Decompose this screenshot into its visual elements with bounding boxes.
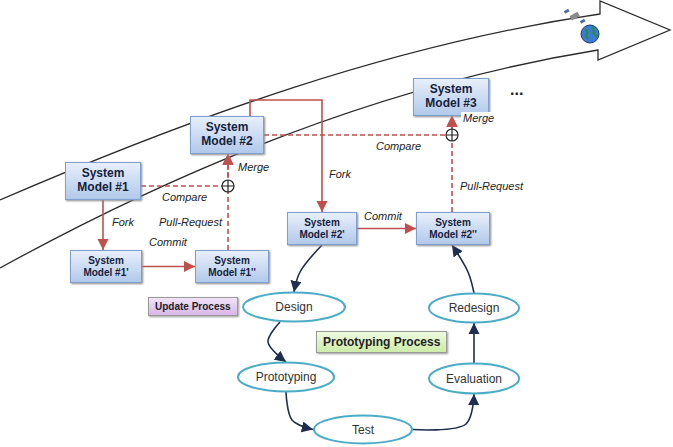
node-text: System Model #2' <box>292 217 352 240</box>
node-text: Evaluation <box>446 372 502 386</box>
edge-label: Compare <box>160 191 209 204</box>
merge-label: Merge <box>236 161 271 174</box>
connector <box>102 200 104 250</box>
connector <box>357 228 416 230</box>
merge-label: Merge <box>461 112 496 125</box>
connector <box>413 394 474 430</box>
connector <box>473 323 475 363</box>
connector <box>452 245 474 293</box>
edge-label: Compare <box>374 140 423 153</box>
system-model-box: System Model #1'' <box>195 250 269 283</box>
node-text: Update Process <box>155 301 231 312</box>
connector <box>141 154 228 186</box>
cycle-ellipse: Evaluation <box>428 363 520 394</box>
cycle-ellipse: Design <box>242 292 346 322</box>
edge-label: Fork <box>110 216 136 229</box>
connector <box>142 266 195 268</box>
node-text: System Model #2'' <box>421 217 485 240</box>
cycle-ellipse: Redesign <box>428 293 520 323</box>
connector <box>286 392 313 430</box>
connector <box>264 116 452 135</box>
edge-label: Commit <box>147 236 189 249</box>
system-model-box: System Model #3 <box>413 78 489 116</box>
earth-icon <box>581 25 599 43</box>
edge-label: Commit <box>362 210 404 223</box>
system-model-box: System Model #2 <box>190 116 264 154</box>
node-text: Prototyping <box>256 370 317 384</box>
node-text: Prototyping Process <box>323 335 440 349</box>
system-model-box: System Model #2' <box>287 212 357 245</box>
connector <box>268 322 286 362</box>
cycle-ellipse: Test <box>313 415 413 444</box>
node-text: Test <box>352 423 374 437</box>
node-text: System Model #3 <box>418 83 484 111</box>
connector <box>294 245 322 292</box>
node-text: Design <box>275 300 312 314</box>
continuation-mark: ... <box>508 80 525 99</box>
process-tag: Update Process <box>148 297 238 316</box>
cycle-ellipse: Prototyping <box>237 362 335 392</box>
edge-label: Pull-Request <box>458 180 525 193</box>
edge-label: Pull-Request <box>157 216 224 229</box>
roadmap-arrow <box>0 1 670 268</box>
satellite-icon <box>564 9 586 24</box>
process-tag: Prototyping Process <box>316 331 447 353</box>
node-text: Redesign <box>449 301 500 315</box>
system-model-box: System Model #2'' <box>416 212 490 245</box>
system-model-box: System Model #1 <box>65 162 141 200</box>
node-text: System Model #2 <box>195 121 259 149</box>
node-text: System Model #1 <box>70 167 136 195</box>
edge-label: Fork <box>327 168 353 181</box>
node-text: System Model #1'' <box>200 255 264 278</box>
node-text: System Model #1' <box>75 255 137 278</box>
system-model-box: System Model #1' <box>70 250 142 283</box>
